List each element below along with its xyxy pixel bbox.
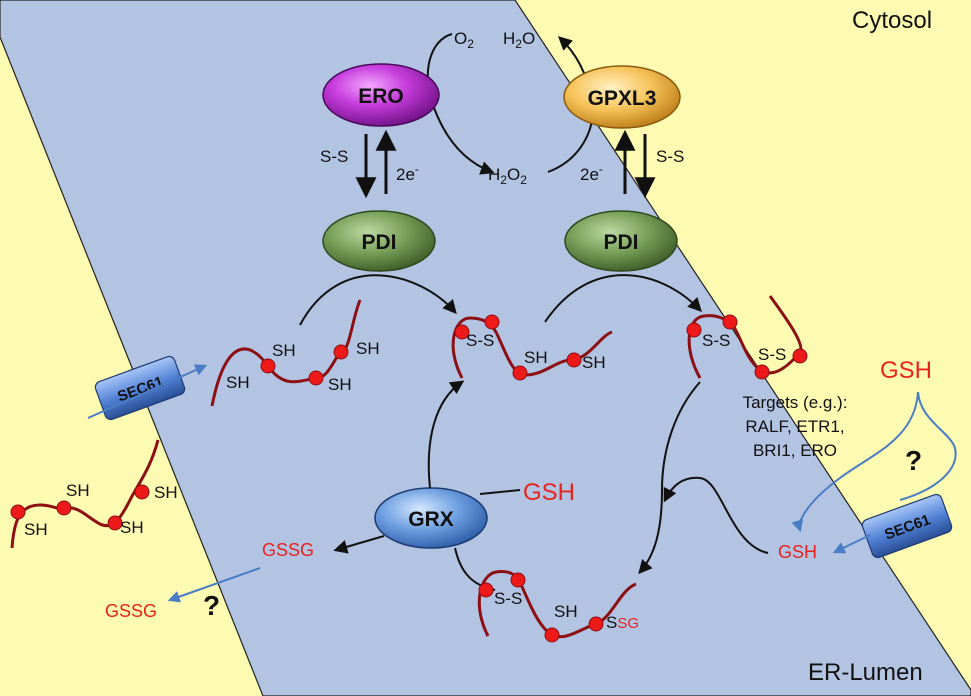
er-lumen-label: ER-Lumen	[808, 659, 923, 686]
o2-label: O2	[454, 29, 474, 51]
gsh-to-sec61-path	[899, 391, 957, 501]
ss-label-right: S-S	[656, 147, 684, 166]
sh-label: SH	[356, 339, 380, 358]
folding-arc-right	[544, 274, 702, 323]
gpxl3-enzyme: GPXL3	[563, 65, 681, 129]
ss-label-left: S-S	[320, 147, 348, 166]
ss-bond-label: S-S	[494, 589, 522, 608]
gpxl3-label: GPXL3	[588, 87, 657, 110]
targets-line-2: RALF, ETR1,	[745, 417, 844, 436]
sh-label: SH	[554, 602, 578, 621]
gsh-grx-label: GSH	[523, 479, 575, 506]
ss-bond-label: S-S	[702, 331, 730, 350]
question-mark-right: ?	[905, 445, 922, 476]
sh-label: SH	[582, 353, 606, 372]
grx-gsh-link	[479, 489, 521, 495]
pdi-enzyme-left: PDI	[322, 210, 436, 272]
chain-reduced-entering: SH SH SH SH	[210, 299, 380, 407]
h2o-label: H2O	[503, 29, 535, 51]
sec61-gsh-arrow	[832, 534, 871, 554]
sh-label: SH	[120, 518, 144, 537]
h2o2-label: H2O2	[488, 165, 527, 187]
sh-label: SH	[226, 373, 250, 392]
pdi-label-right: PDI	[603, 231, 638, 254]
sec61-import-arrow	[87, 364, 208, 419]
targets-line-3: BRI1, ERO	[753, 441, 837, 460]
grx-to-gssg-arrow	[333, 535, 385, 554]
ss-bond-label: S-S	[758, 345, 786, 364]
gssg-lumen-label: GSSG	[262, 540, 314, 560]
grx-label: GRX	[408, 508, 454, 531]
question-mark-left: ?	[203, 590, 220, 621]
sec61-right: SEC61	[861, 493, 953, 559]
gssg-cytosol-label: GSSG	[105, 601, 157, 621]
sh-label: SH	[24, 520, 48, 539]
chain-two-disulfides: S-S S-S	[686, 295, 808, 380]
ero-enzyme: ERO	[322, 63, 440, 127]
chain-reduced-cytosol: SH SH SH SH	[10, 439, 178, 549]
sh-label: SH	[328, 375, 352, 394]
two-electron-label-left: 2e-	[396, 162, 419, 184]
ss-bond-label: S-S	[466, 331, 494, 350]
sh-label: SH	[272, 341, 296, 360]
gssg-export-arrow	[167, 567, 261, 603]
grx-reduction-arrow	[427, 380, 465, 489]
two-electron-label-right: 2e-	[580, 162, 603, 184]
gsh-transport-arrow	[791, 391, 919, 533]
grx-enzyme: GRX	[374, 487, 488, 549]
ssg-label: SSG	[606, 613, 639, 632]
sh-label: SH	[524, 348, 548, 367]
chain-one-disulfide: S-S SH SH	[451, 314, 613, 381]
gsh-to-glutathionylation-arrow	[663, 476, 769, 554]
sh-label: SH	[66, 481, 90, 500]
ero-label: ERO	[358, 85, 404, 108]
targets-line-1: Targets (e.g.):	[743, 393, 848, 412]
target-to-glutathionylation-arrow	[638, 381, 701, 575]
gsh-cytosol-label: GSH	[880, 357, 932, 384]
pdi-enzyme-right: PDI	[564, 210, 678, 272]
pdi-label-left: PDI	[361, 231, 396, 254]
folding-arc-left	[299, 274, 457, 326]
sh-label: SH	[154, 483, 178, 502]
gsh-lumen-label: GSH	[778, 542, 817, 562]
cytosol-label: Cytosol	[852, 7, 932, 34]
chain-glutathionylated: S-S SH SSG	[477, 570, 639, 643]
